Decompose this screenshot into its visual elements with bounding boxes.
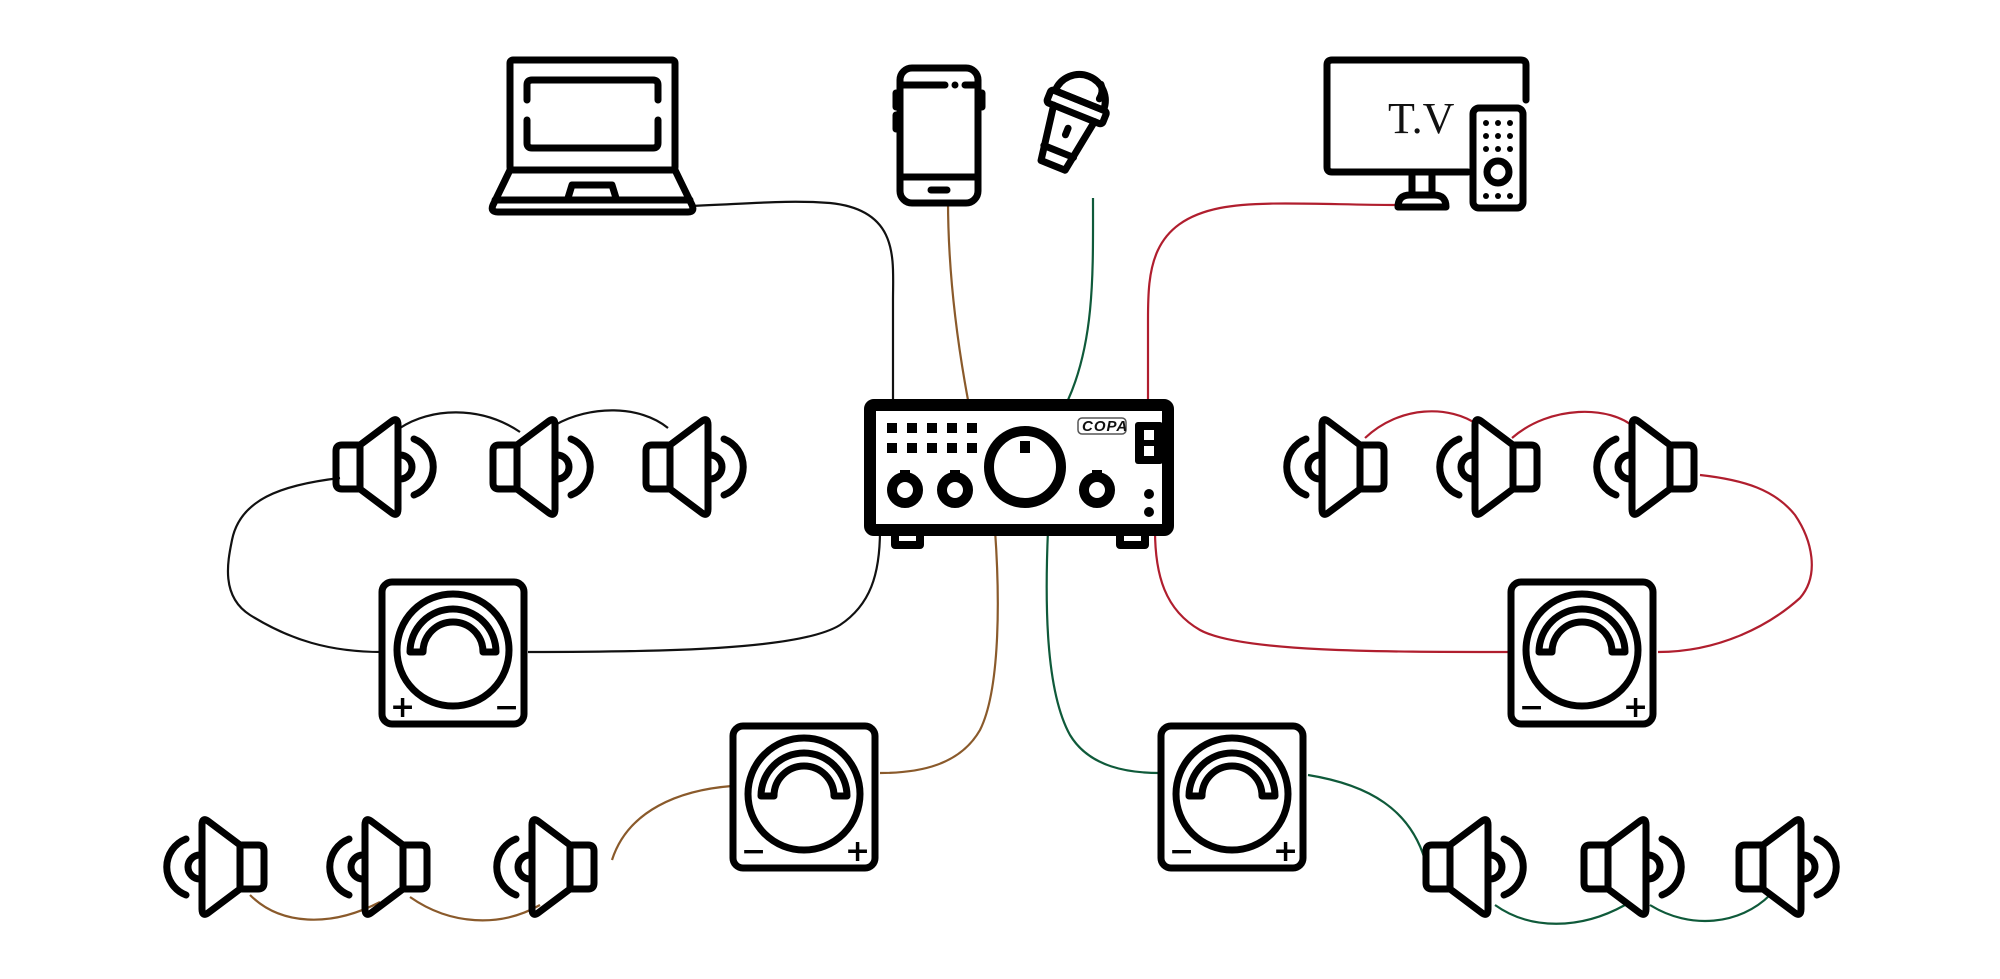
tv-screen-label: T.V bbox=[1388, 94, 1455, 143]
volume-minus-sign: − bbox=[494, 690, 519, 725]
amplifier-master-knob bbox=[984, 426, 1066, 508]
smartphone-icon bbox=[892, 64, 986, 207]
amplifier: COPA bbox=[864, 399, 1174, 549]
volume-plus-sign: + bbox=[845, 834, 870, 869]
wire-speaker-link-black-2 bbox=[554, 409, 669, 429]
wire-speaker-link-red-1 bbox=[1364, 410, 1479, 439]
speaker-icon bbox=[167, 820, 264, 915]
volume-plus-sign: + bbox=[1273, 834, 1298, 869]
wire-speaker-link-brown-1 bbox=[249, 894, 381, 921]
microphone-icon bbox=[1037, 71, 1110, 174]
volume-control-red[interactable]: − + bbox=[1511, 582, 1653, 725]
amplifier-brand-badge: COPA bbox=[1077, 417, 1128, 435]
amplifier-led-2 bbox=[1144, 507, 1154, 517]
wire-microphone-to-amplifier bbox=[1066, 197, 1095, 401]
speaker-group-red bbox=[1287, 420, 1694, 515]
speaker-group-black bbox=[336, 420, 743, 515]
speaker-icon bbox=[1426, 820, 1523, 915]
wire-phone-to-amplifier bbox=[946, 199, 970, 401]
speaker-icon bbox=[493, 420, 590, 515]
tv-icon: T.V bbox=[1323, 56, 1530, 211]
amplifier-buttons bbox=[887, 423, 977, 453]
wire-speaker-link-green-1 bbox=[1494, 904, 1626, 925]
wire-speaker-link-brown-2 bbox=[409, 896, 541, 922]
wire-volume-red-to-speakers bbox=[1657, 473, 1813, 654]
volume-control-green[interactable]: − + bbox=[1161, 726, 1303, 869]
wire-amplifier-to-volume-black bbox=[527, 529, 882, 654]
volume-minus-sign: − bbox=[1169, 834, 1194, 869]
volume-control-black[interactable]: + − bbox=[382, 582, 524, 725]
wires bbox=[226, 197, 1813, 925]
wire-amplifier-to-volume-green bbox=[1045, 529, 1161, 775]
speaker-icon bbox=[646, 420, 743, 515]
wire-speaker-link-red-2 bbox=[1511, 410, 1636, 439]
speaker-icon bbox=[1597, 420, 1694, 515]
remote-control-icon bbox=[1469, 104, 1527, 212]
speaker-icon bbox=[336, 420, 433, 515]
speaker-icon bbox=[330, 820, 427, 915]
wire-amplifier-to-volume-red bbox=[1153, 529, 1511, 654]
volume-minus-sign: − bbox=[741, 834, 766, 869]
amplifier-led-1 bbox=[1144, 489, 1154, 499]
wire-amplifier-to-volume-brown bbox=[879, 529, 999, 775]
amplifier-knob-3 bbox=[1079, 470, 1115, 508]
volume-minus-sign: − bbox=[1519, 690, 1544, 725]
wire-speaker-link-green-2 bbox=[1649, 894, 1771, 923]
wire-volume-black-to-speakers bbox=[226, 476, 383, 654]
wire-volume-green-to-speakers bbox=[1307, 773, 1427, 861]
speaker-icon bbox=[1440, 420, 1537, 515]
amplifier-display bbox=[1135, 422, 1163, 464]
speaker-group-brown bbox=[167, 820, 594, 915]
wire-volume-brown-to-speakers bbox=[610, 784, 733, 861]
speaker-icon bbox=[1584, 820, 1681, 915]
wire-tv-to-amplifier bbox=[1146, 202, 1396, 400]
speaker-icon bbox=[497, 820, 594, 915]
volume-control-brown[interactable]: − + bbox=[733, 726, 875, 869]
volume-plus-sign: + bbox=[1623, 690, 1648, 725]
volume-plus-sign: + bbox=[390, 690, 415, 725]
speaker-group-green bbox=[1426, 820, 1836, 915]
amplifier-knob-2 bbox=[937, 470, 973, 508]
amplifier-brand-label: COPA bbox=[1082, 418, 1128, 435]
wire-laptop-to-amplifier bbox=[689, 200, 895, 400]
speaker-icon bbox=[1739, 820, 1836, 915]
laptop-icon bbox=[488, 56, 697, 216]
amplifier-knob-1 bbox=[887, 470, 923, 508]
wire-speaker-link-black-1 bbox=[399, 411, 521, 433]
